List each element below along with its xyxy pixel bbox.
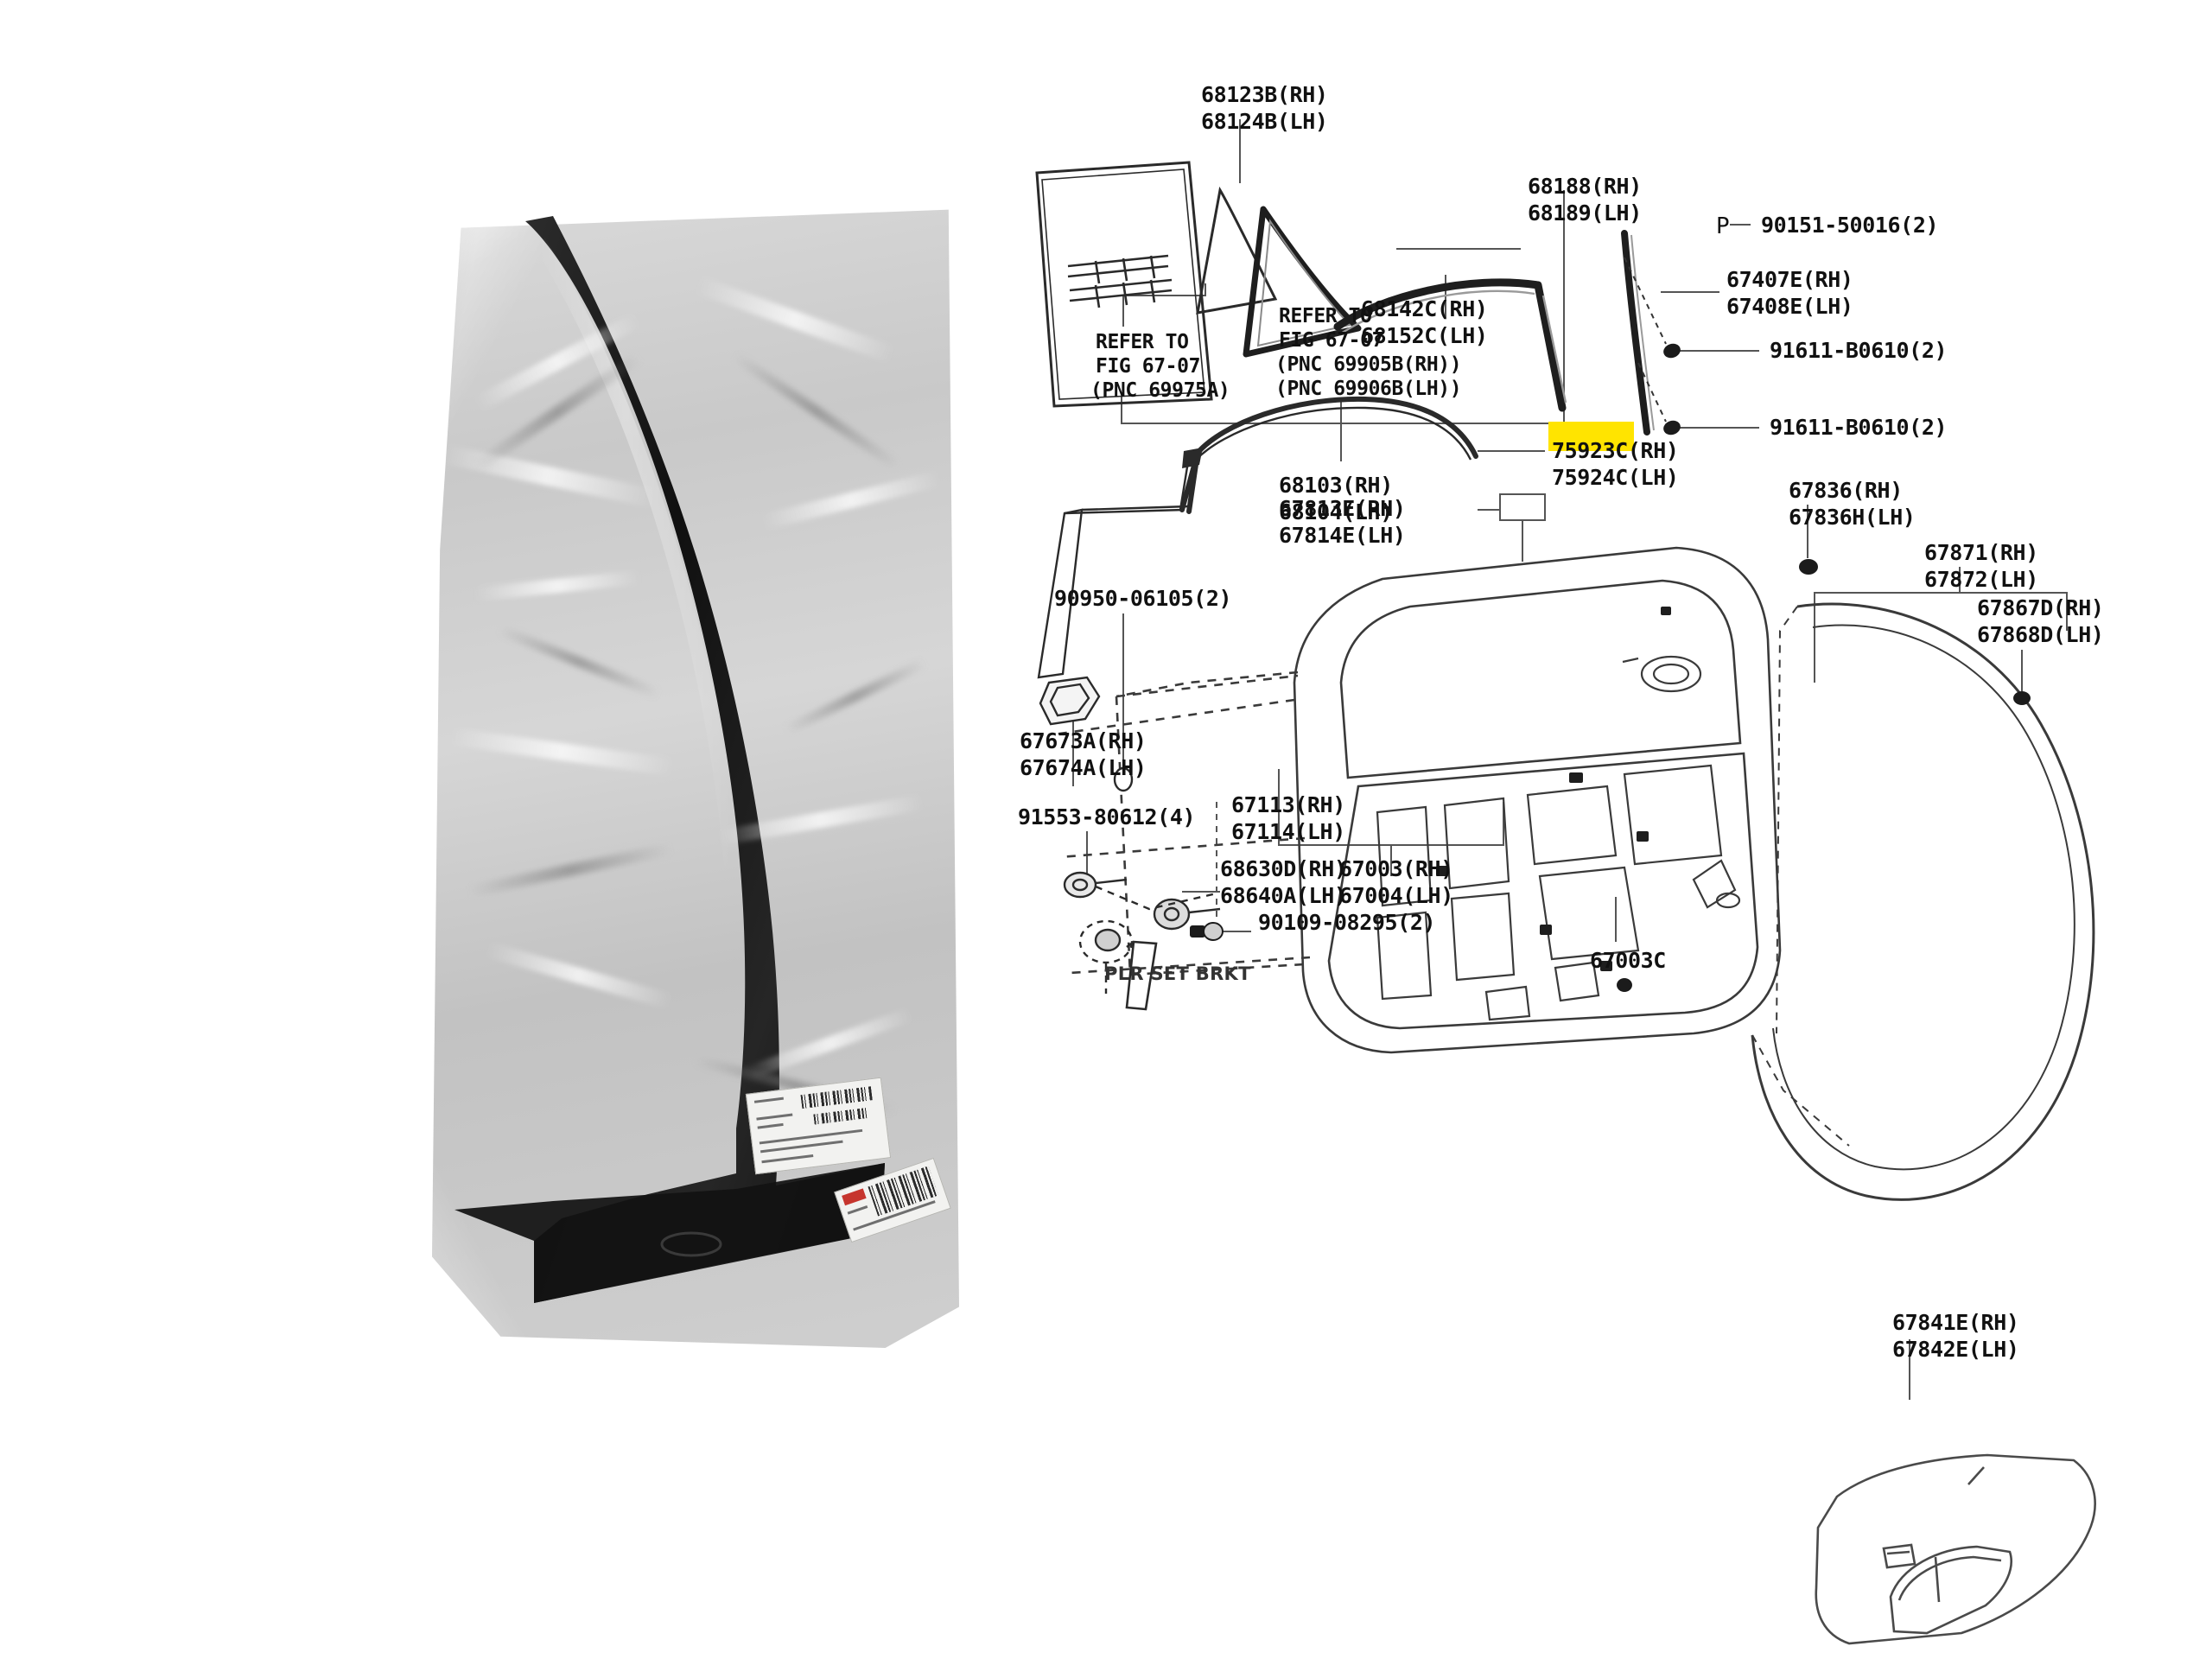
- product-photo: [432, 207, 959, 1348]
- refer-b-line2: FIG 67-07: [1279, 329, 1384, 352]
- callout-68123b-rh: 68123B(RH): [1201, 82, 1328, 107]
- callout-67871-rh: 67871(RH): [1924, 540, 2038, 565]
- callout-67673a-rh: 67673A(RH): [1020, 728, 1147, 753]
- callout-67867d-rh: 67867D(RH): [1977, 595, 2104, 620]
- callout-68152c-lh: 68152C(LH): [1361, 323, 1488, 348]
- callout-67004-lh: 67004(LH): [1339, 883, 1453, 908]
- callout-67003-rh: 67003(RH): [1339, 856, 1453, 881]
- callout-67836h-lh: 67836H(LH): [1789, 505, 1916, 530]
- callout-67842e-lh: 67842E(LH): [1892, 1337, 2019, 1362]
- callout-68189-lh: 68189(LH): [1528, 200, 1642, 226]
- callout-67114-lh: 67114(LH): [1231, 819, 1345, 844]
- callout-67813e-rh: 67813E(RH): [1279, 496, 1406, 521]
- callout-67003c: 67003C: [1590, 948, 1666, 973]
- refer-a-line3: (PNC 69975A): [1090, 379, 1230, 402]
- refer-b-line1: REFER TO: [1279, 305, 1372, 327]
- callout-67408e-lh: 67408E(LH): [1726, 294, 1853, 319]
- callout-68104-lh: 68104(LH): [1279, 499, 1393, 524]
- callout-75923c-rh: 75923C(RH): [1552, 438, 1679, 463]
- refer-b-line3: (PNC 69905B(RH)): [1275, 353, 1462, 376]
- refer-a-line1: REFER TO: [1096, 331, 1189, 353]
- diagram-linework: P: [1035, 119, 2096, 1645]
- callout-67872-lh: 67872(LH): [1924, 567, 2038, 592]
- callout-68188-rh: 68188(RH): [1528, 174, 1642, 199]
- callout-91553-80612: 91553-80612(4): [1018, 804, 1196, 830]
- callout-90950-06105: 90950-06105(2): [1054, 586, 1232, 611]
- callout-67674a-lh: 67674A(LH): [1020, 755, 1147, 780]
- callout-67407e-rh: 67407E(RH): [1726, 267, 1853, 292]
- refer-b-line4: (PNC 69906B(LH)): [1275, 378, 1462, 400]
- callout-67836-rh: 67836(RH): [1789, 478, 1903, 503]
- callout-67814e-lh: 67814E(LH): [1279, 523, 1406, 548]
- svg-text:P: P: [1716, 213, 1730, 239]
- callout-67868d-lh: 67868D(LH): [1977, 622, 2104, 647]
- highlight-75923c: [1548, 422, 1634, 451]
- callout-90151-50016: 90151-50016(2): [1761, 213, 1939, 238]
- callout-68103-rh: 68103(RH): [1279, 473, 1393, 498]
- callout-68630d-rh: 68630D(RH): [1220, 856, 1347, 881]
- callout-75924c-lh: 75924C(LH): [1552, 465, 1679, 490]
- callout-67113-rh: 67113(RH): [1231, 792, 1345, 817]
- callout-68142c-rh: 68142C(RH): [1361, 296, 1488, 321]
- callout-90109-08295: 90109-08295(2): [1258, 910, 1436, 935]
- parts-diagram: P: [1018, 78, 2212, 1659]
- callout-91611-b0610-upper: 91611-B0610(2): [1770, 338, 1948, 363]
- callout-68124b-lh: 68124B(LH): [1201, 109, 1328, 134]
- parts-barcode-label: [745, 1077, 892, 1175]
- callout-plr-set-brkt: PLR SET BRKT: [1104, 963, 1251, 984]
- callout-68640a-lh: 68640A(LH): [1220, 883, 1347, 908]
- callout-67841e-rh: 67841E(RH): [1892, 1310, 2019, 1335]
- callout-91611-b0610-lower: 91611-B0610(2): [1770, 415, 1948, 440]
- refer-a-line2: FIG 67-07: [1096, 355, 1201, 378]
